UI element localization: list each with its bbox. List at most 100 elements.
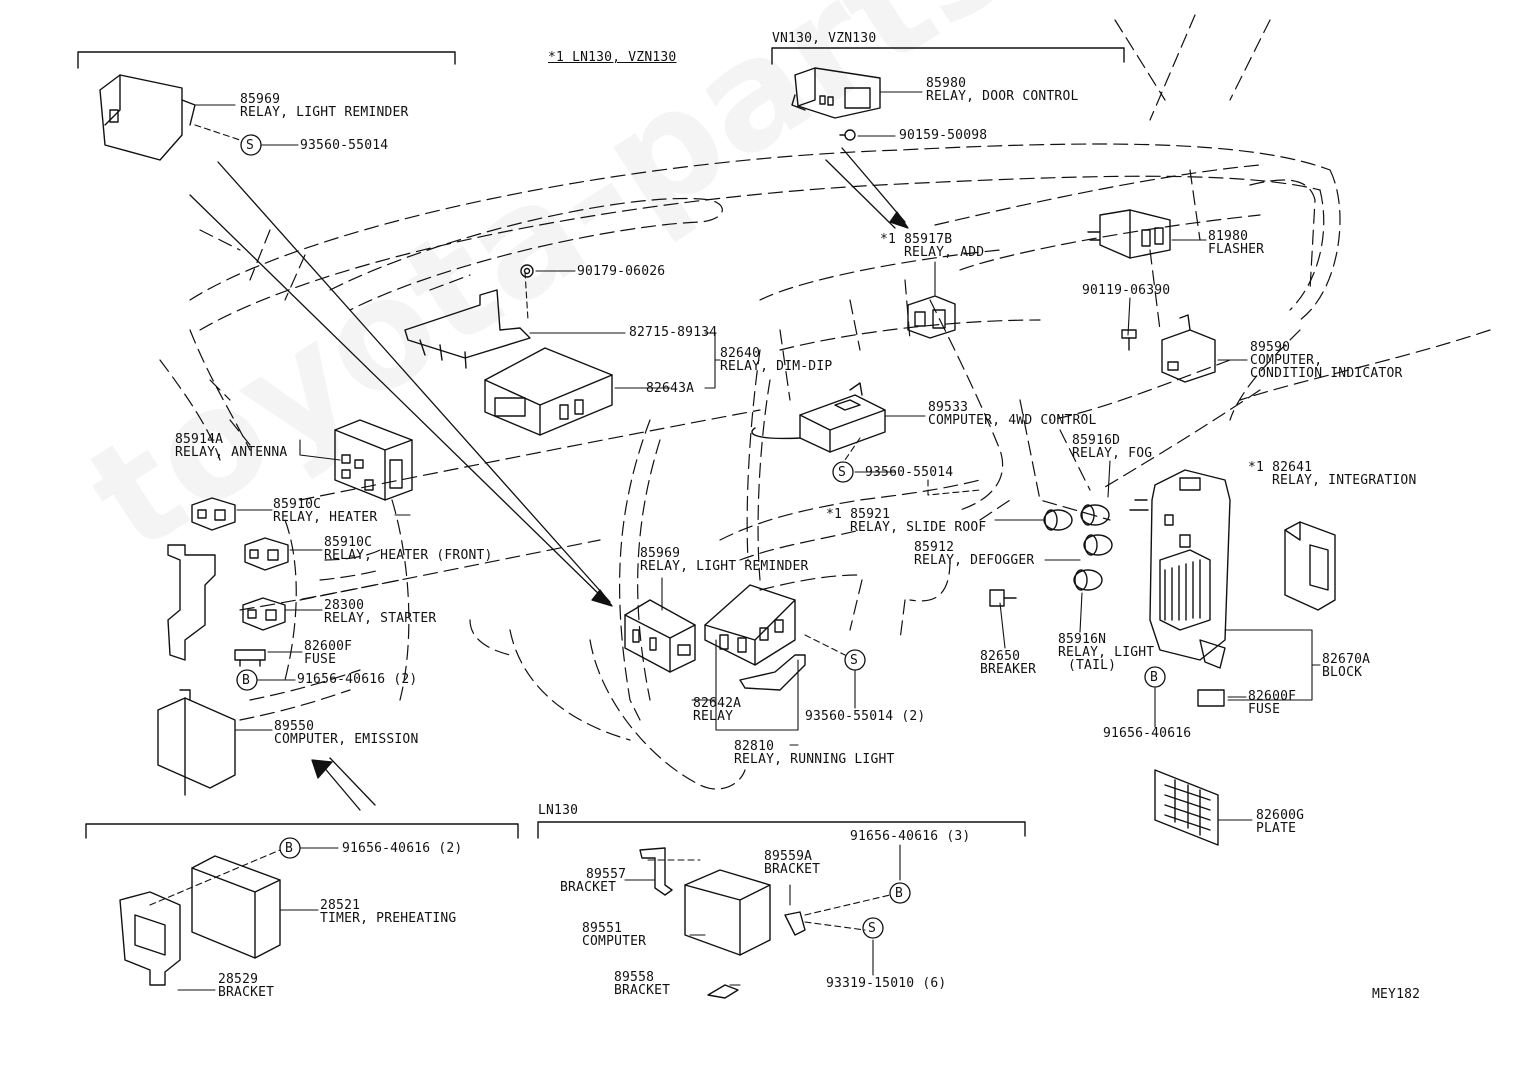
- relay-light-reminder-top-shape: [99, 74, 196, 161]
- label-82715: 82715-89134: [629, 325, 718, 340]
- label-93560-top: 93560-55014: [300, 138, 389, 153]
- label-91656-left: 91656-40616 (2): [297, 672, 418, 687]
- s-mark-running: S: [850, 653, 859, 668]
- label-90159: 90159-50098: [899, 128, 988, 143]
- leader-arrows: [189, 147, 909, 811]
- s-mark-ln130: S: [868, 921, 877, 936]
- relay-starter-shape: [242, 597, 286, 631]
- breaker-shape: [989, 589, 1017, 607]
- components: [99, 67, 1336, 999]
- header-ln130: LN130: [538, 803, 579, 818]
- relay-dim-dip-shape: [484, 347, 613, 436]
- b-mark-ln130: B: [895, 886, 904, 901]
- relay-heater-front-shape: [244, 537, 289, 571]
- plate-shape: [1154, 769, 1219, 846]
- dashboard-outline: [159, 14, 1491, 790]
- label-93319: 93319-15010 (6): [826, 976, 947, 991]
- bolt-90119-shape: [1121, 329, 1137, 351]
- label-93560-mid: 93560-55014: [865, 465, 954, 480]
- computer-4wd-shape: [751, 382, 886, 453]
- b-mark-block: B: [1150, 670, 1159, 685]
- s-mark-4wd: S: [838, 465, 847, 480]
- bracket-89557-shape: [639, 847, 673, 896]
- relay-heater-shape: [191, 497, 236, 531]
- bracket-89558-shape: [707, 984, 739, 999]
- computer-89551-shape: [684, 869, 771, 956]
- fuse-right-shape: [1197, 689, 1225, 707]
- label-93560-2: 93560-55014 (2): [805, 709, 926, 724]
- relay-light-reminder-mid-shape: [624, 599, 696, 673]
- diagram-code: MEY182: [1372, 987, 1421, 1002]
- bracket-28529-shape: [119, 891, 181, 986]
- bracket-82810-shape: [739, 654, 806, 691]
- label-91656-bottom: 91656-40616 (2): [342, 841, 463, 856]
- relay-slide-roof-shape: [1043, 509, 1073, 531]
- b-mark-preheat: B: [285, 841, 294, 856]
- label-91656-3: 91656-40616 (3): [850, 829, 971, 844]
- b-mark-left: B: [242, 673, 251, 688]
- relay-tail-shape: [1073, 569, 1103, 591]
- relay-defogger-shape: [1083, 534, 1113, 556]
- label-90119: 90119-06390: [1082, 283, 1171, 298]
- label-82643a: 82643A: [646, 381, 695, 396]
- relay-fog-shape: [1080, 504, 1110, 526]
- section-brackets: [77, 47, 1125, 839]
- bracket-82715-shape: [404, 289, 531, 369]
- bracket-89559a-shape: [784, 911, 806, 936]
- relay-door-control-shape: [791, 67, 881, 119]
- header-vn130-vzn130: VN130, VZN130: [772, 31, 877, 46]
- relay-82642a-shape: [704, 584, 796, 666]
- computer-emission-shape: [157, 689, 236, 796]
- label-91656-right: 91656-40616: [1103, 726, 1192, 741]
- label-90179: 90179-06026: [577, 264, 666, 279]
- fuse-left-shape: [234, 649, 266, 667]
- nut-90179-shape: [520, 264, 534, 278]
- junction-block-shape: [1129, 469, 1231, 669]
- screw-90159-shape: [839, 129, 856, 141]
- relay-integration-shape: [1284, 521, 1336, 611]
- relay-antenna-shape: [334, 419, 413, 501]
- s-mark-top: S: [246, 138, 255, 153]
- symbol-circles: [236, 134, 1166, 939]
- callout-lines: [149, 91, 1321, 991]
- computer-condition-indicator-shape: [1161, 314, 1216, 383]
- header-ln130-vzn130: *1 LN130, VZN130: [548, 50, 677, 65]
- relay-add-shape: [907, 295, 956, 339]
- flasher-shape: [1087, 209, 1171, 259]
- left-relay-bracket-shape: [167, 544, 216, 661]
- timer-preheating-shape: [191, 855, 281, 959]
